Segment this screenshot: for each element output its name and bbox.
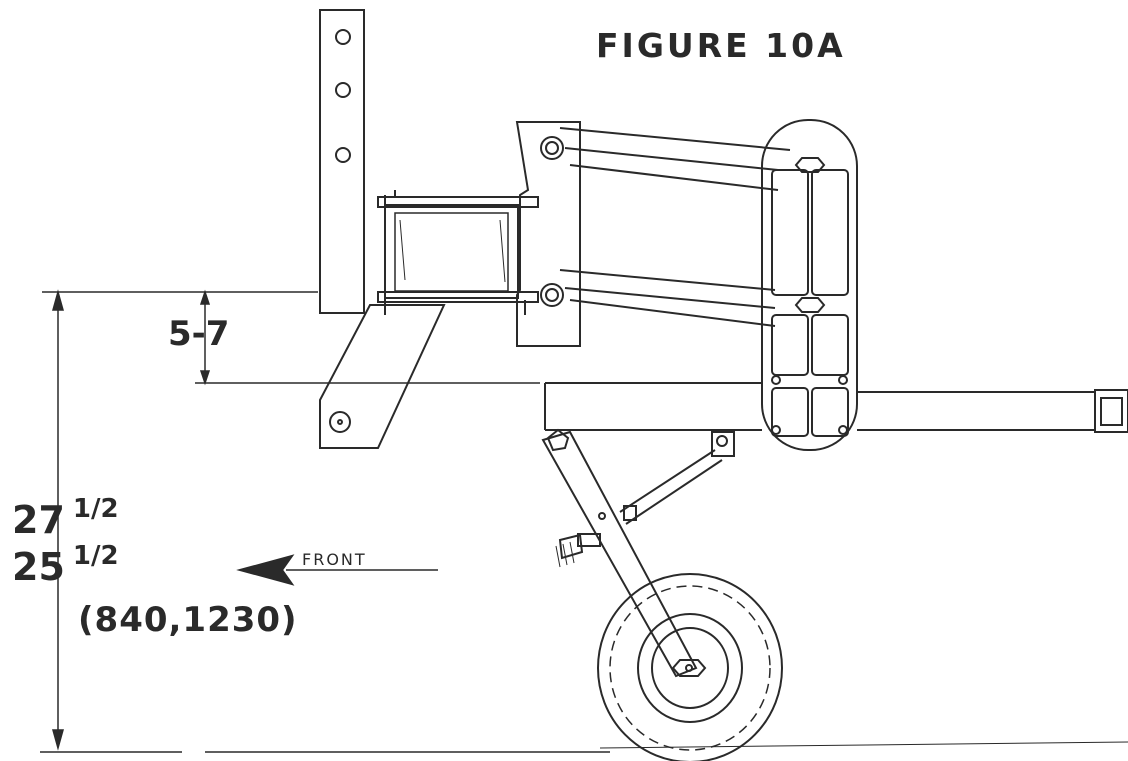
bar-hole — [336, 30, 350, 44]
mounting-plate — [517, 122, 580, 346]
ladder-link-plate — [762, 120, 857, 450]
vertical-tool-bar — [320, 10, 364, 313]
dimension-lines — [40, 292, 1128, 752]
metric-dimension-label: (840,1230) — [78, 600, 298, 640]
height-a-fraction: 1/2 — [72, 494, 119, 524]
figure-title: FIGURE 10A — [596, 26, 846, 65]
gauge-wheel — [597, 573, 783, 761]
height-b-fraction: 1/2 — [72, 541, 119, 571]
gap-dimension-label: 5-7 — [168, 314, 230, 354]
angled-leg — [320, 305, 444, 448]
bar-hole — [336, 148, 350, 162]
gauge-wheel-arm — [543, 430, 734, 676]
front-arrow — [240, 556, 438, 584]
front-direction-label: FRONT — [302, 550, 367, 569]
square-tube-clamp — [378, 190, 538, 315]
parallel-linkage — [560, 128, 790, 326]
height-a-whole: 27 — [12, 498, 65, 542]
bar-hole — [336, 83, 350, 97]
height-b-whole: 25 — [12, 545, 65, 589]
frame-beam — [545, 383, 1128, 432]
